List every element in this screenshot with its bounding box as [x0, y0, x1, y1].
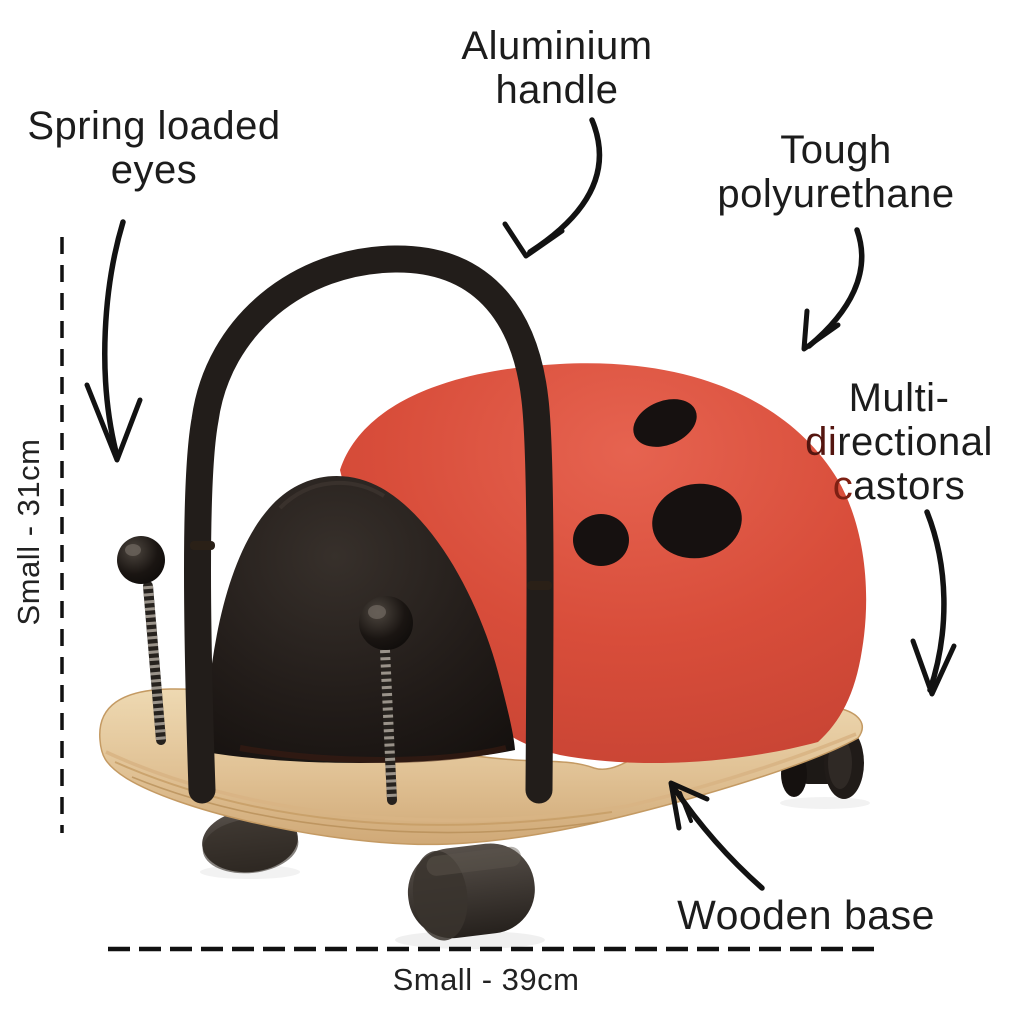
- label-line: Multi-: [848, 376, 950, 420]
- label-line: castors: [769, 464, 1021, 508]
- eyes-arrow-icon: [84, 219, 143, 463]
- label-tinted-letters: di: [805, 420, 838, 464]
- label-tinted-letters: c: [832, 464, 854, 508]
- label-line: Spring loaded: [27, 104, 281, 148]
- label-wooden-base: Wooden base: [677, 892, 935, 938]
- base-arrow-icon: [668, 780, 765, 891]
- label-letters: rectional: [837, 420, 993, 464]
- label-spring-loaded-eyes: Spring loaded eyes: [0, 104, 314, 192]
- height-dimension-label: Small - 31cm: [11, 438, 46, 626]
- handle-arrow-icon: [502, 117, 603, 259]
- castors-arrow-icon: [910, 509, 957, 697]
- width-dimension-label: Small - 39cm: [392, 962, 580, 997]
- front-wheel: [407, 843, 535, 941]
- spring-eye-left: [117, 536, 166, 745]
- label-aluminium-handle: Aluminium handle: [392, 24, 722, 112]
- ladybug-spots: [573, 399, 742, 566]
- aluminium-handle: [184, 245, 554, 804]
- label-line: directional: [769, 420, 1021, 464]
- label-line: eyes: [110, 148, 198, 192]
- label-line: Tough: [780, 128, 892, 172]
- label-letters: astors: [853, 464, 966, 508]
- label-line: handle: [495, 68, 619, 112]
- polyurethane-arrow-icon: [801, 227, 865, 352]
- label-line: polyurethane: [717, 172, 955, 216]
- spring-eye-front: [359, 596, 413, 805]
- label-line: Aluminium: [461, 24, 653, 68]
- label-multi-directional-castors: Multi- directional castors: [769, 376, 1021, 508]
- label-tough-polyurethane: Tough polyurethane: [686, 128, 986, 216]
